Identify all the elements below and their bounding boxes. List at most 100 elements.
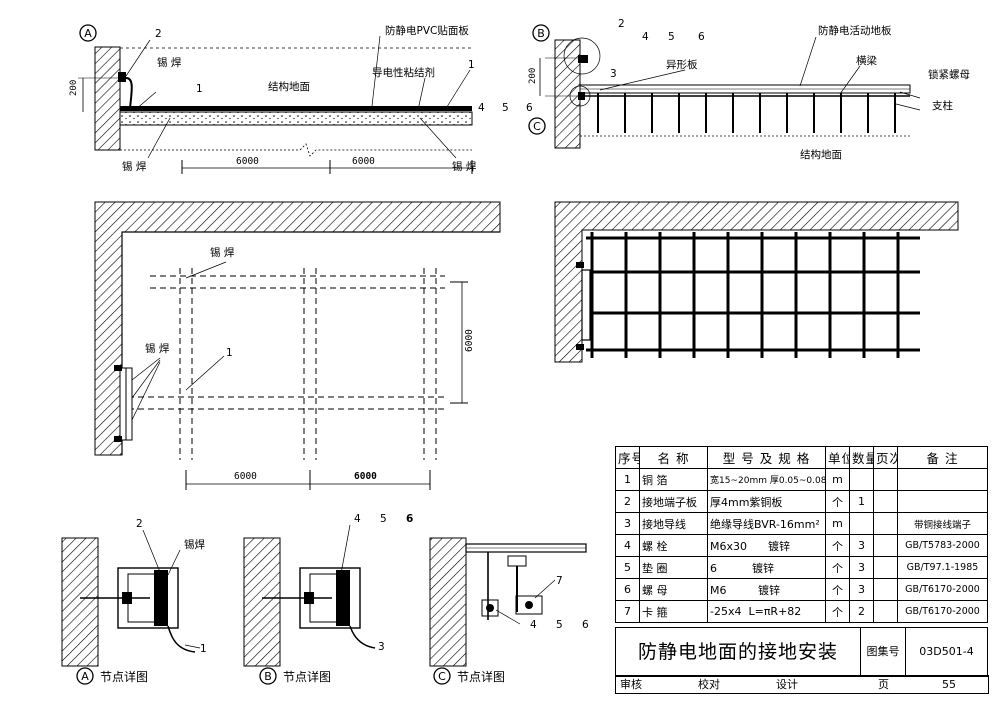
cell: 2 xyxy=(615,490,640,513)
cell: 绝缘导线BVR-16mm² xyxy=(707,512,826,535)
label: 异形板 xyxy=(666,58,698,71)
top-right-labels: 2 4 5 6 3 防静电活动地板 异形板 横梁 锁紧螺母 支柱 4 5 6 结… xyxy=(478,18,970,161)
detail-a: A 节点详图 2 锡焊 1 xyxy=(61,518,207,685)
header-cell: 单位 xyxy=(825,446,850,469)
atlas-label: 图集号 xyxy=(860,627,906,677)
cell: 6 xyxy=(615,578,640,601)
cell: 6 镀锌 xyxy=(707,556,826,579)
header-cell: 名 称 xyxy=(639,446,708,469)
top-left-labels: 2 锡 焊 1 防静电PVC贴面板 导电性粘结剂 1 结构地面 锡 焊 锡 焊 … xyxy=(69,24,477,173)
label: 防静电活动地板 xyxy=(818,24,892,37)
label: 锡 焊 xyxy=(157,56,182,69)
cell: GB/T97.1-1985 xyxy=(897,556,988,579)
cell xyxy=(873,600,898,623)
label: 锡 焊 xyxy=(452,160,477,173)
cell: 3 xyxy=(849,534,874,557)
label: 6 xyxy=(526,102,533,114)
dim: 200 xyxy=(69,80,79,96)
cell: 接地导线 xyxy=(639,512,708,535)
cell: 带铜接线端子 xyxy=(897,512,988,535)
detail-circle-c xyxy=(569,85,591,107)
label: 7 xyxy=(556,575,563,587)
cell: 3 xyxy=(615,512,640,535)
cell: GB/T6170-2000 xyxy=(897,600,988,623)
sign-row: 审核 校对 设计 页 55 xyxy=(615,675,989,694)
cell: M6 镀锌 xyxy=(707,578,826,601)
label: 1 xyxy=(196,83,203,95)
detail-title: 节点详图 xyxy=(283,669,331,684)
label: 2 xyxy=(155,28,162,40)
cell: 卡 箍 xyxy=(639,600,708,623)
label: 3 xyxy=(610,68,617,80)
marker-label: C xyxy=(533,120,541,133)
marker-label: A xyxy=(84,27,92,40)
cell: 螺 栓 xyxy=(639,534,708,557)
cell: 1 xyxy=(615,468,640,491)
page-number: 55 xyxy=(942,678,956,691)
design-label: 设计 xyxy=(776,678,798,691)
label: 4 xyxy=(478,102,485,114)
label: 4 xyxy=(530,619,537,631)
cell xyxy=(873,556,898,579)
marker-b-top: B xyxy=(532,24,550,42)
cell: 宽15~20mm 厚0.05~0.08mm xyxy=(707,468,826,491)
detail-b: B 节点详图 4 5 6 3 xyxy=(243,513,413,685)
bill-of-materials: 序号 名 称 型 号 及 规 格 单位 数量 页次 备 注 1 铜 箔 宽15~… xyxy=(615,446,988,623)
section-view-b xyxy=(539,36,921,149)
cell: 1 xyxy=(849,490,874,513)
review-label: 审核 xyxy=(620,678,642,691)
label: 4 xyxy=(642,31,649,43)
check-label: 校对 xyxy=(698,678,720,691)
cell: M6x30 镀锌 xyxy=(707,534,826,557)
label: 2 xyxy=(618,18,625,30)
label: 结构地面 xyxy=(268,80,310,93)
section-view-a xyxy=(78,35,473,174)
cell: 个 xyxy=(825,578,850,601)
marker-a-top: A xyxy=(79,24,97,42)
cell xyxy=(849,512,874,535)
header-cell: 页次 xyxy=(873,446,898,469)
label: 横梁 xyxy=(856,54,877,67)
drawing-title: 防静电地面的接地安装 xyxy=(615,627,861,677)
table-row: 4 螺 栓 M6x30 镀锌 个 3 GB/T5783-2000 xyxy=(615,534,988,557)
detail-title: 节点详图 xyxy=(457,669,505,684)
cell: 螺 母 xyxy=(639,578,708,601)
label: 3 xyxy=(378,641,385,653)
cell: 3 xyxy=(849,556,874,579)
cell xyxy=(873,534,898,557)
marker-label: C xyxy=(438,670,446,683)
bom-header-row: 序号 名 称 型 号 及 规 格 单位 数量 页次 备 注 xyxy=(615,446,988,469)
label: 防静电PVC贴面板 xyxy=(385,24,469,37)
cell: 4 xyxy=(615,534,640,557)
label: 锡 焊 xyxy=(122,160,147,173)
dim: 200 xyxy=(528,68,538,84)
cell: 个 xyxy=(825,556,850,579)
cell: 个 xyxy=(825,600,850,623)
label: 1 xyxy=(226,347,233,359)
plan-left-labels: 锡 焊 锡 焊 1 6000 6000 6000 xyxy=(145,246,475,482)
cell: 个 xyxy=(825,490,850,513)
table-row: 1 铜 箔 宽15~20mm 厚0.05~0.08mm m xyxy=(615,468,988,491)
label: 5 xyxy=(668,31,675,43)
marker-label: B xyxy=(537,27,545,40)
cell: 7 xyxy=(615,600,640,623)
cell: -25x4 L=πR+82 xyxy=(707,600,826,623)
cell xyxy=(873,468,898,491)
cell: 接地端子板 xyxy=(639,490,708,513)
marker-label: B xyxy=(264,670,272,683)
cell: 2 xyxy=(849,600,874,623)
label: 锁紧螺母 xyxy=(928,68,970,81)
label: 1 xyxy=(200,643,207,655)
detail-circle-b xyxy=(563,37,601,75)
cell: m xyxy=(825,512,850,535)
table-row: 2 接地端子板 厚4mm紫铜板 个 1 xyxy=(615,490,988,513)
cell xyxy=(897,490,988,513)
table-row: 6 螺 母 M6 镀锌 个 3 GB/T6170-2000 xyxy=(615,578,988,601)
cell xyxy=(873,490,898,513)
page-label: 页 xyxy=(878,678,889,691)
marker-label: A xyxy=(81,670,89,683)
label: 5 xyxy=(380,513,387,525)
table-row: 5 垫 圈 6 镀锌 个 3 GB/T97.1-1985 xyxy=(615,556,988,579)
header-cell: 型 号 及 规 格 xyxy=(707,446,826,469)
